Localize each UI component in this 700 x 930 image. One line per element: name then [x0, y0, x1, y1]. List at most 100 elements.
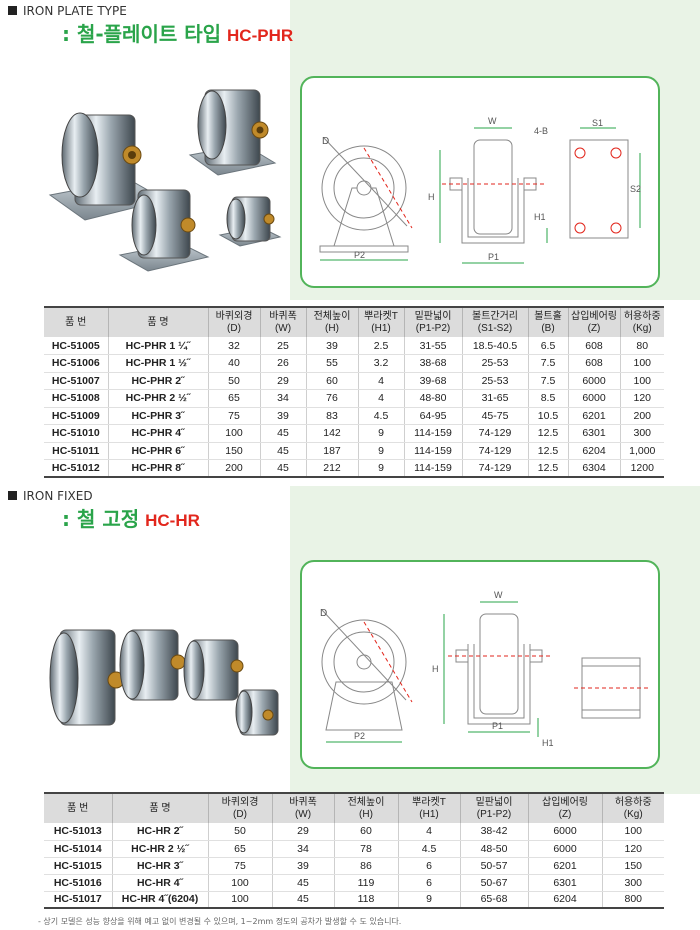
table2-header-3-label: 바퀴폭: [289, 796, 317, 808]
diagram1-label-S2: S2: [630, 184, 641, 194]
table1-cell: HC-51008: [44, 389, 109, 408]
table2-header-7-label: 삽입베어링: [542, 796, 588, 808]
table1-cell: 100: [208, 424, 261, 443]
table2-cell: 6: [398, 857, 461, 875]
table1-cell: 12.5: [528, 424, 569, 443]
table2-cell: 6201: [528, 857, 603, 875]
plate-caster-diagram-box: D P2 W H H1 P1 S1 4-B S2: [300, 76, 660, 288]
table1-cell: 83: [306, 407, 359, 425]
table2-cell: 60: [334, 823, 399, 841]
table1-cell: 25: [260, 337, 307, 355]
table2-cell: 6: [398, 874, 461, 892]
table2-header-4-label: 전체높이: [347, 796, 385, 808]
table1-cell: 39-68: [404, 372, 463, 390]
table1-cell: HC-51009: [44, 407, 109, 425]
table1-cell: 38-68: [404, 354, 463, 373]
table2-header-5: 뿌라켓T(H1): [398, 793, 461, 823]
table1-header-0: 품 번: [44, 307, 109, 337]
table1-header-2-unit: (D): [227, 322, 241, 334]
fixed-caster-photo: [49, 629, 279, 736]
table2-cell: HC-HR 2˝: [112, 823, 209, 841]
table1-header-1-label: 품 명: [147, 316, 169, 328]
table1-cell: 29: [260, 372, 307, 390]
table2-cell: HC-HR 2 ½˝: [112, 840, 209, 858]
table1-header-6: 밑판넓이(P1-P2): [404, 307, 463, 337]
table1-header-3-unit: (W): [274, 322, 292, 334]
table1-cell: 6000: [568, 389, 621, 408]
table2-cell: HC-51016: [44, 874, 113, 892]
table2-cell: HC-51017: [44, 891, 113, 909]
table2-cell: HC-HR 3˝: [112, 857, 209, 875]
table1-cell: HC-PHR 8˝: [108, 459, 209, 478]
table2-cell: 48-50: [460, 840, 529, 858]
table1-cell: 142: [306, 424, 359, 443]
table1-cell: 2.5: [358, 337, 405, 355]
section1-model-code: HC-PHR: [227, 26, 294, 45]
table1-cell: 7.5: [528, 354, 569, 373]
diagram1-label-W: W: [488, 116, 497, 126]
diagram1-label-H1: H1: [534, 212, 546, 222]
table1-cell: 6204: [568, 442, 621, 460]
table2-header-7-unit: (Z): [558, 808, 572, 820]
section2-model-code: HC-HR: [145, 511, 200, 530]
table1-cell: 40: [208, 354, 261, 373]
table1-header-8: 볼트홀(B): [528, 307, 569, 337]
table2-cell: 118: [334, 891, 399, 909]
table2-header-7: 삽입베어링(Z): [528, 793, 603, 823]
diagram2-label-W: W: [494, 590, 503, 600]
table2-header-4-unit: (H): [359, 808, 373, 820]
table1-cell: 12.5: [528, 459, 569, 478]
diagram1-label-D: D: [322, 136, 329, 147]
diagram1-label-holes: 4-B: [534, 126, 548, 136]
table2-cell: 6301: [528, 874, 603, 892]
table1-cell: 45: [260, 442, 307, 460]
fixed-caster-dimension-drawing: D P2 W H P1 H1: [320, 590, 648, 748]
table1-header-6-label: 밑판넓이: [414, 310, 452, 322]
section2-heading: IRON FIXED: [8, 489, 93, 503]
table1-cell: 200: [620, 407, 664, 425]
fixed-caster-medium: [119, 629, 186, 701]
table1-cell: 31-65: [462, 389, 529, 408]
table2-cell: 6000: [528, 823, 603, 841]
table1-cell: 65: [208, 389, 261, 408]
fixed-caster-tiny: [235, 689, 279, 736]
table1-cell: HC-PHR 6˝: [108, 442, 209, 460]
table1-header-7-unit: (S1-S2): [477, 322, 513, 334]
table2-cell: 65: [208, 840, 273, 858]
table1-cell: 4: [358, 372, 405, 390]
table2-header-6: 밑판넓이(P1-P2): [460, 793, 529, 823]
caster-tiny-right: [218, 196, 282, 247]
table1-cell: 45: [260, 459, 307, 478]
table2-header-5-label: 뿌라켓T: [412, 796, 446, 808]
table2-header-1-label: 품 명: [149, 802, 171, 814]
table1-cell: 9: [358, 424, 405, 443]
table1-header-5-label: 뿌라켓T: [364, 310, 398, 322]
table1-header-5: 뿌라켓T(H1): [358, 307, 405, 337]
table1-cell: 6301: [568, 424, 621, 443]
diagram2-label-D: D: [320, 608, 327, 619]
table1-header-1: 품 명: [108, 307, 209, 337]
table1-cell: 25-53: [462, 372, 529, 390]
table1-cell: 74-129: [462, 442, 529, 460]
table1-cell: 4: [358, 389, 405, 408]
table1-header-2-label: 바퀴외경: [215, 310, 253, 322]
table1-header-4-label: 전체높이: [313, 310, 351, 322]
diagram1-label-S1: S1: [592, 118, 603, 128]
table1-cell: 45-75: [462, 407, 529, 425]
table1-cell: 100: [620, 354, 664, 373]
table1-cell: 6.5: [528, 337, 569, 355]
table1-cell: 75: [208, 407, 261, 425]
table1-header-10: 허용하중(Kg): [620, 307, 664, 337]
table1-cell: 6304: [568, 459, 621, 478]
table2-header-2-unit: (D): [233, 808, 247, 820]
diagram2-label-P2: P2: [354, 731, 365, 741]
table2-header-0-label: 품 번: [67, 802, 89, 814]
table1-cell: HC-PHR 4˝: [108, 424, 209, 443]
table2-cell: 50-67: [460, 874, 529, 892]
table2-header-6-unit: (P1-P2): [476, 808, 512, 820]
